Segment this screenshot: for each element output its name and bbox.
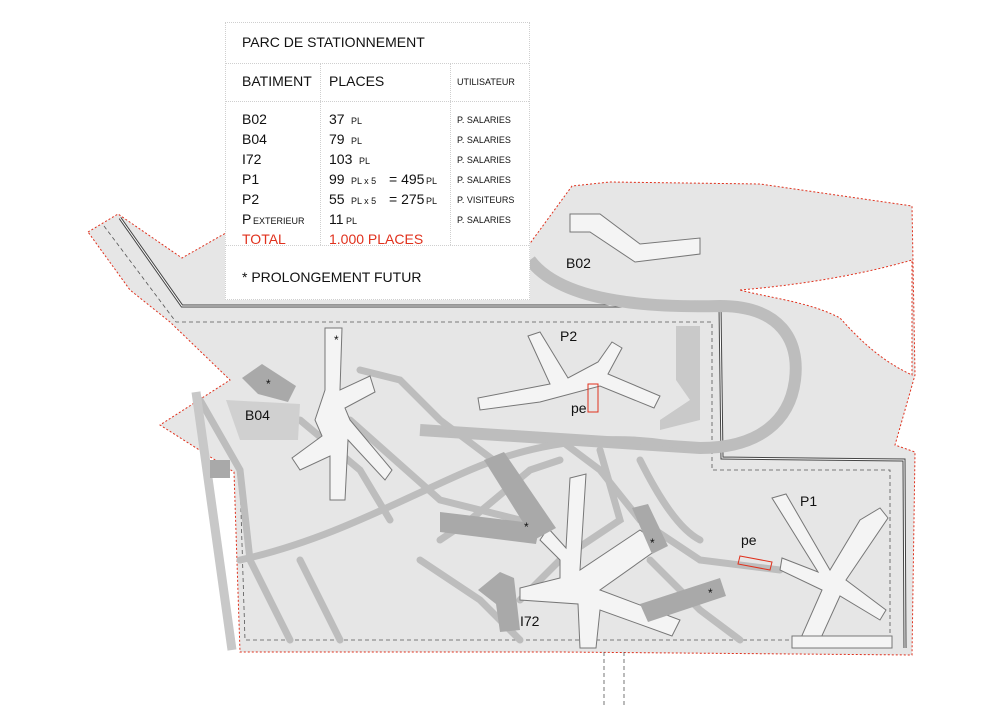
label-b04: B04 <box>245 407 270 423</box>
label-pe-p2: pe <box>571 400 587 416</box>
dashed-boundary <box>103 225 891 641</box>
small-block <box>210 460 230 478</box>
label-p2: P2 <box>560 328 578 344</box>
internal-roads <box>196 366 784 644</box>
upper-lobe <box>522 214 720 302</box>
ring-road <box>419 256 802 455</box>
label-pe-p1: pe <box>741 532 757 548</box>
future-wing-i72-e <box>478 572 520 632</box>
parking-legend: PARC DE STATIONNEMENT BATIMENT PLACES UT… <box>225 22 530 300</box>
star-i72-d: * <box>708 586 713 600</box>
future-wing-i72-d <box>640 578 726 622</box>
main-road-inner <box>119 217 906 649</box>
header-building: BATIMENT <box>242 73 312 89</box>
label-p1: P1 <box>800 493 818 509</box>
building-i72 <box>440 452 726 649</box>
future-wing-i72-b <box>440 512 540 544</box>
building-p1 <box>737 493 893 649</box>
star-b04-top: * <box>334 333 339 347</box>
south-access <box>603 652 625 707</box>
west-road <box>191 391 237 651</box>
pe-p2-marker <box>587 383 599 413</box>
p2-ramp <box>660 326 700 430</box>
building-p2 <box>477 326 700 430</box>
label-i72: I72 <box>520 613 540 629</box>
star-i72-a: * <box>524 520 529 534</box>
building-b02 <box>569 213 701 263</box>
future-wing-i72-c <box>632 504 668 554</box>
white-bay <box>739 259 913 376</box>
legend-footnote: * PROLONGEMENT FUTUR <box>242 269 422 285</box>
b04-annex <box>226 400 300 440</box>
star-i72-c: * <box>650 536 655 550</box>
star-b04-left: * <box>266 377 271 391</box>
legend-title: PARC DE STATIONNEMENT <box>242 34 425 50</box>
label-b02: B02 <box>566 255 591 271</box>
future-wing-b04 <box>242 364 296 402</box>
building-b04 <box>210 327 393 501</box>
header-places: PLACES <box>329 73 385 89</box>
header-user: UTILISATEUR <box>457 77 515 87</box>
future-wing-i72-a <box>484 452 556 540</box>
p1-strip <box>791 635 893 649</box>
pe-p1-marker <box>737 555 773 571</box>
